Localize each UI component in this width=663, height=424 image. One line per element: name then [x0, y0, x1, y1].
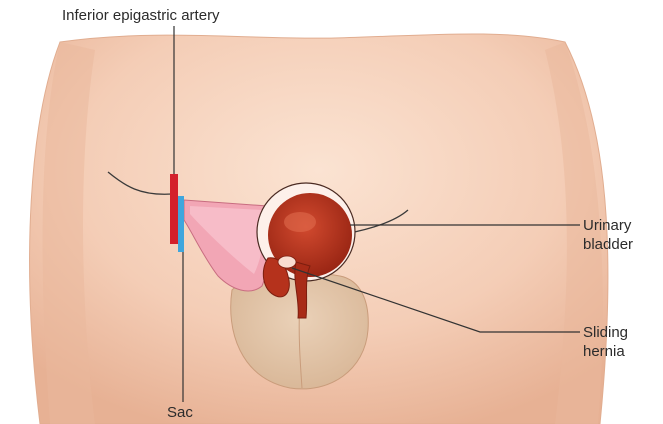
label-urinary-bladder-line1: Urinary	[583, 216, 633, 235]
label-urinary-bladder-line2: bladder	[583, 235, 633, 254]
label-sliding-hernia: Sliding hernia	[583, 323, 628, 361]
label-sliding-hernia-line1: Sliding	[583, 323, 628, 342]
label-sac: Sac	[167, 403, 193, 422]
inferior-epigastric-artery-marker	[170, 174, 178, 244]
sac-marker	[178, 196, 184, 252]
label-urinary-bladder: Urinary bladder	[583, 216, 633, 254]
bladder-highlight	[284, 212, 316, 232]
label-sliding-hernia-line2: hernia	[583, 342, 628, 361]
label-inferior-epigastric-artery: Inferior epigastric artery	[62, 6, 220, 25]
hernia-neck	[278, 256, 296, 268]
